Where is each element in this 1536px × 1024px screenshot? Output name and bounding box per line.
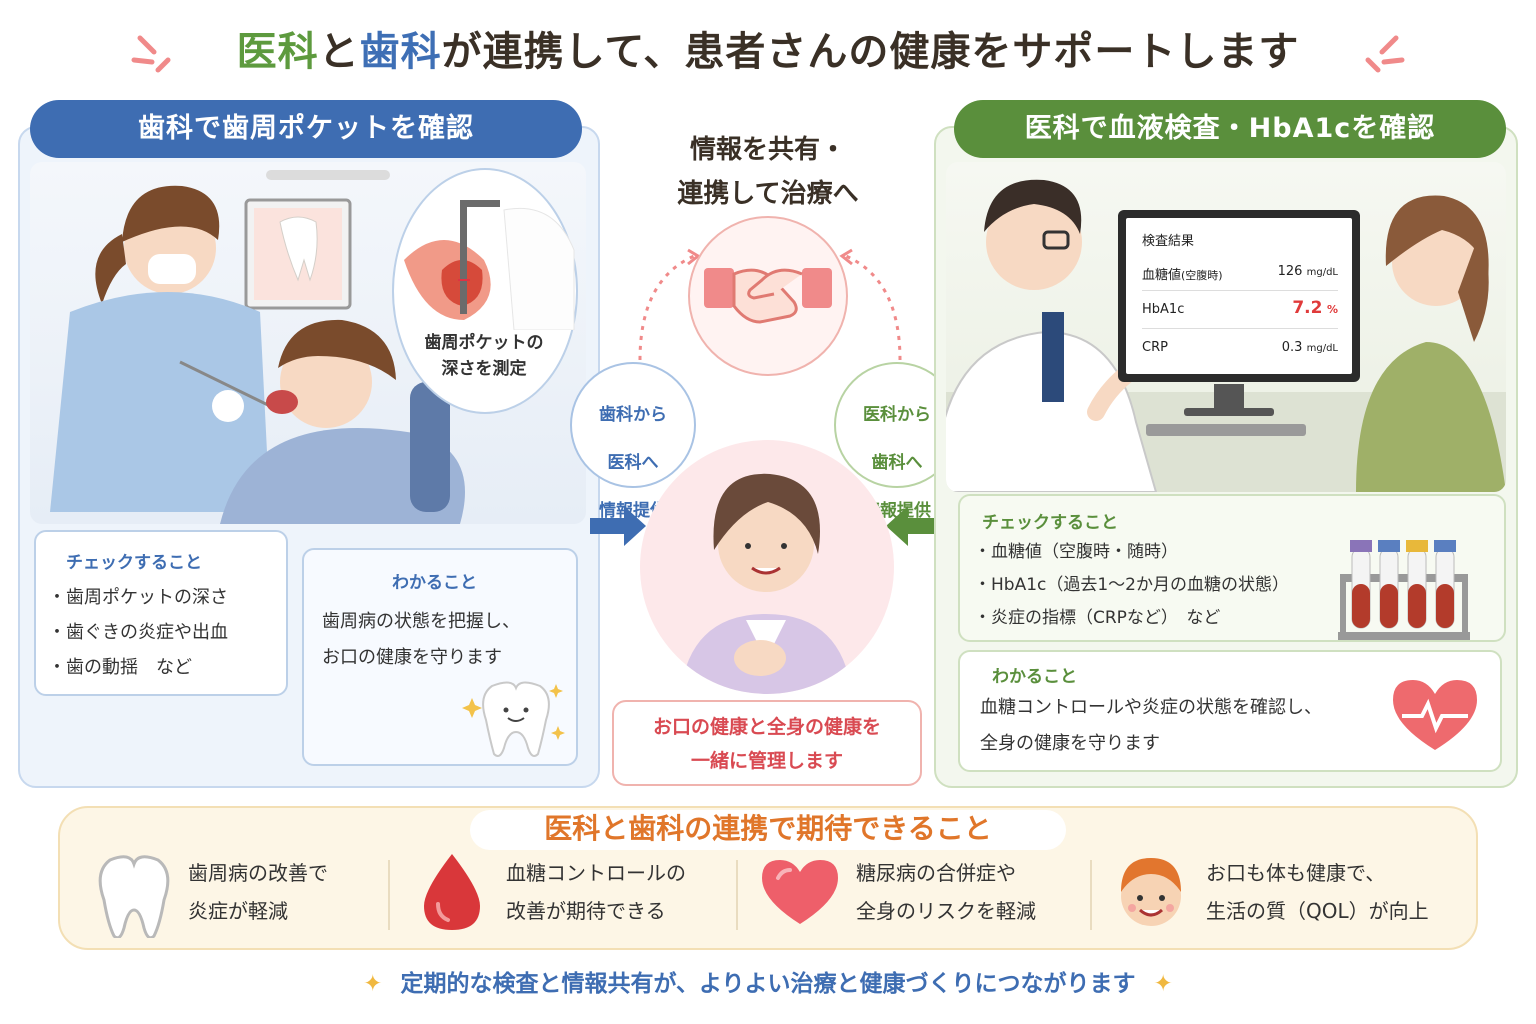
medical-check-title: チェックすること [982,513,1118,533]
dental-to-medical-info: 歯科から 医科へ 情報提供 [570,362,696,521]
result-row-hba1c: HbA1c 7.2 % [1142,298,1338,329]
handshake-circle [688,216,848,376]
lab-result-monitor: 検査結果 血糖値(空腹時) 126 mg/dL HbA1c 7.2 % CRP … [1118,210,1360,382]
title-dental: 歯科 [359,29,442,75]
divider [736,860,738,930]
shared-management-message: お口の健康と全身の健康を 一緒に管理します [612,700,922,786]
divider [388,860,390,930]
result-row-glucose: 血糖値(空腹時) 126 mg/dL [1142,264,1338,291]
dental-know-line1: 歯周病の状態を把握し、 [322,611,520,632]
page-title: 医科と歯科が連携して、患者さんの健康をサポートします [0,22,1536,82]
list-item: ・歯ぐきの炎症や出血 [48,622,228,643]
list-item: ・HbA1c（過去1〜2か月の血糖の状態） [974,575,1289,595]
footer-message: ✦ 定期的な検査と情報共有が、よりよい治療と健康づくりにつながります ✦ [0,964,1536,1004]
medical-check-list: ・血糖値（空腹時・随時） ・HbA1c（過去1〜2か月の血糖の状態） ・炎症の指… [974,536,1289,635]
title-medical: 医科 [236,29,319,75]
arrow-left-icon [886,506,942,546]
result-unit: % [1326,303,1338,316]
medical-know-text: 血糖コントロールや炎症の状態を確認し、 全身の健康を守ります [980,690,1322,762]
smiling-face-icon [1121,858,1181,926]
center-title: 情報を共有・ 連携して治療へ [628,128,908,216]
lab-result-screen: 検査結果 血糖値(空腹時) 126 mg/dL HbA1c 7.2 % CRP … [1126,218,1352,374]
medical-know-box: わかること 血糖コントロールや炎症の状態を確認し、 全身の健康を守ります [958,650,1502,772]
result-label: HbA1c [1142,302,1185,317]
medical-know-title: わかること [992,667,1077,687]
title-rest: が連携して、患者さんの健康をサポートします [441,29,1300,75]
bubble-caption: 歯周ポケットの 深さを測定 [400,330,568,382]
benefit-periodontal: 歯周病の改善で 炎症が軽減 [188,854,328,930]
heartbeat-heart-icon [1393,680,1477,750]
dental-panel-header: 歯科で歯周ポケットを確認 [30,100,582,158]
benefit-line1: 歯周病の改善で [188,861,328,885]
sparkle-left-icon [131,35,171,73]
medical-info-line2: 歯科へ [871,453,923,473]
list-item: ・歯周ポケットの深さ [48,587,228,608]
arrow-right-icon [590,506,646,546]
sparkle-right-icon [1365,35,1405,73]
result-row-crp: CRP 0.3 mg/dL [1142,340,1338,366]
dental-know-text: 歯周病の状態を把握し、 お口の健康を守ります [322,604,520,676]
result-sublabel: (空腹時) [1181,269,1223,282]
list-item: ・炎症の指標（CRPなど） など [974,608,1221,628]
medical-know-line2: 全身の健康を守ります [980,733,1160,754]
medical-info-line1: 医科から [863,405,931,425]
lab-result-title: 検査結果 [1142,234,1195,249]
benefit-qol: お口も体も健康で、 生活の質（QOL）が向上 [1206,854,1429,930]
dental-know-title: わかること [392,573,477,593]
gum-probe-icon [404,200,575,331]
center-title-line1: 情報を共有・ [689,135,846,165]
benefit-line2: 生活の質（QOL）が向上 [1206,899,1429,923]
result-unit: mg/dL [1306,343,1338,354]
tooth-icon [98,855,170,938]
medical-know-line1: 血糖コントロールや炎症の状態を確認し、 [980,697,1322,718]
result-value: 7.2 [1292,298,1323,318]
bubble-caption-line1: 歯周ポケットの [424,333,544,353]
bottom-title-bg [470,810,1066,850]
heart-icon [762,860,838,924]
benefit-line1: お口も体も健康で、 [1206,861,1386,885]
result-value: 0.3 [1281,340,1303,355]
benefit-line1: 血糖コントロールの [506,861,686,885]
benefit-line2: 改善が期待できる [506,899,666,923]
result-label: CRP [1142,340,1168,355]
benefit-risk: 糖尿病の合併症や 全身のリスクを軽減 [856,854,1036,930]
handshake-icon [704,268,832,324]
list-item: ・血糖値（空腹時・随時） [974,542,1178,562]
center-title-line2: 連携して治療へ [677,179,859,209]
dental-info-line1: 歯科から [599,405,667,425]
star-icon: ✦ [1153,971,1173,997]
message-line2: 一緒に管理します [690,750,843,772]
dental-know-box: わかること 歯周病の状態を把握し、 お口の健康を守ります [302,548,578,766]
benefit-glucose: 血糖コントロールの 改善が期待できる [506,854,686,930]
dental-check-list: ・歯周ポケットの深さ ・歯ぐきの炎症や出血 ・歯の動揺 など [48,580,228,685]
medical-panel-header: 医科で血液検査・HbA1cを確認 [954,100,1506,158]
periodontal-probe-bubble [392,168,578,414]
dental-check-box: チェックすること ・歯周ポケットの深さ ・歯ぐきの炎症や出血 ・歯の動揺 など [34,530,288,696]
benefit-line2: 全身のリスクを軽減 [856,899,1036,923]
dental-info-line2: 医科へ [607,453,659,473]
patient-illustration [640,440,894,694]
bubble-caption-line2: 深さを測定 [441,359,527,379]
benefit-line1: 糖尿病の合併症や [856,861,1016,885]
result-unit: mg/dL [1306,267,1338,278]
result-label: 血糖値 [1142,268,1182,283]
dental-check-title: チェックすること [66,553,202,573]
blood-drop-icon [424,854,480,930]
star-icon: ✦ [363,971,383,997]
test-tubes-icon [1338,540,1470,640]
list-item: ・歯の動揺 など [48,657,192,678]
result-value: 126 [1277,264,1303,279]
expected-benefits-title: 医科と歯科の連携で期待できること [544,812,992,845]
divider [1090,860,1092,930]
title-to: と [318,29,360,75]
benefit-line2: 炎症が軽減 [188,899,288,923]
message-line1: お口の健康と全身の健康を [652,716,881,738]
smiling-tooth-icon [462,681,565,757]
dental-know-line2: お口の健康を守ります [322,647,502,668]
footer-text: 定期的な検査と情報共有が、よりよい治療と健康づくりにつながります [400,971,1136,997]
